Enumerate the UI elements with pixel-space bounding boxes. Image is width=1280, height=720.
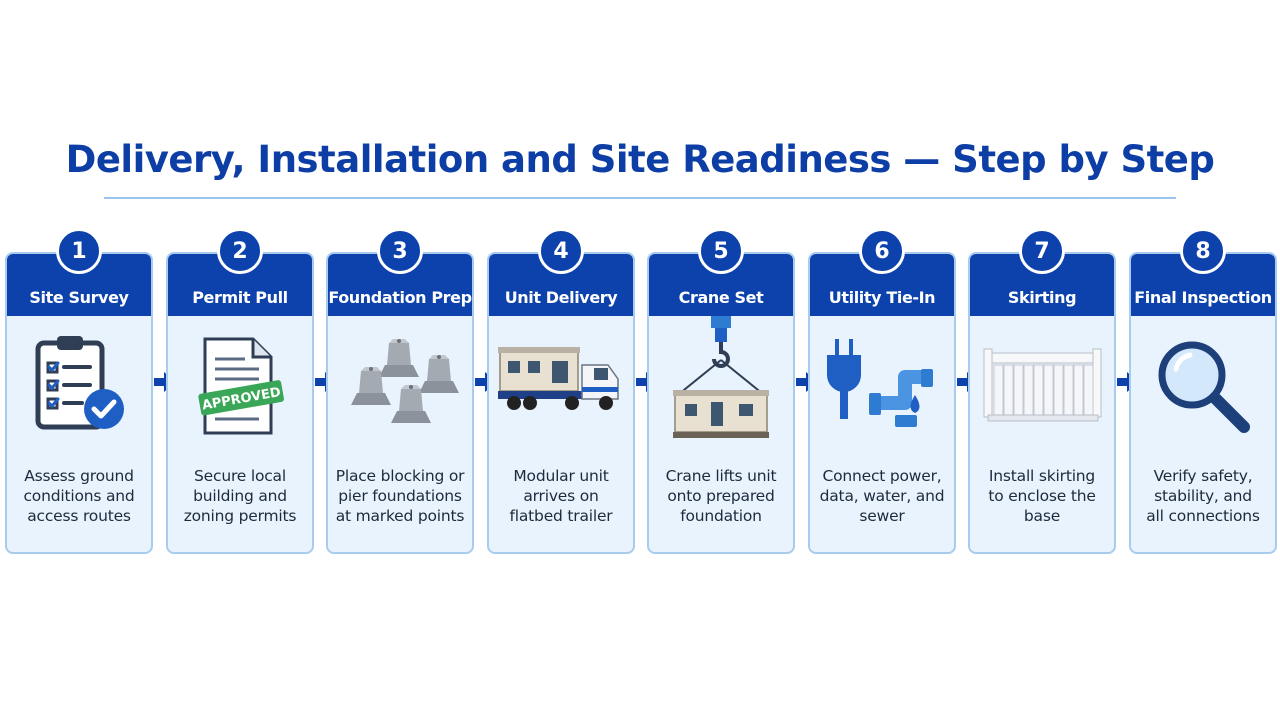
step-label: Permit Pull — [192, 288, 288, 307]
step-description-line: Place blocking or — [335, 467, 465, 485]
clipboard-checklist-icon — [7, 316, 151, 456]
step-number-badge: 7 — [1019, 228, 1065, 274]
step-label: Utility Tie-In — [828, 288, 936, 307]
step-description: Crane lifts unit onto prepared foundation — [649, 456, 793, 526]
step-number-badge: 2 — [217, 228, 263, 274]
crane-hook-module-icon — [649, 316, 793, 456]
step-number-badge: 8 — [1180, 228, 1226, 274]
step-description: Place blocking or pier foundations at mark… — [328, 456, 472, 526]
step-description-line: stability, and — [1154, 487, 1252, 505]
step-header: Unit Delivery — [489, 254, 633, 316]
step-number-badge: 5 — [698, 228, 744, 274]
step-number-badge: 3 — [377, 228, 423, 274]
step-description-line: Crane lifts unit — [665, 467, 777, 485]
step-description-line: data, water, and — [819, 487, 945, 505]
step-description-line: all connections — [1146, 507, 1260, 525]
step-description-line: conditions and — [23, 487, 135, 505]
step-description: Install skirting to enclose the base — [970, 456, 1114, 526]
step-description-line: Verify safety, — [1153, 467, 1253, 485]
step-description: Assess ground conditions and access routes — [7, 456, 151, 526]
step-label: Final Inspection — [1134, 288, 1272, 307]
step-description: Secure local building and zoning permits — [168, 456, 312, 526]
page-title: Delivery, Installation and Site Readines… — [65, 138, 1215, 181]
step-description-line: zoning permits — [183, 507, 297, 525]
step-description-line: pier foundations — [338, 487, 462, 505]
step-card-4: Unit Delivery Modular unit arrives on flat… — [487, 252, 635, 554]
concrete-piers-icon — [328, 316, 472, 456]
step-card-7: Skirting Install skirting to enclose the b… — [968, 252, 1116, 554]
step-description-line: arrives on — [523, 487, 599, 505]
step-description: Modular unit arrives on flatbed trailer — [489, 456, 633, 526]
magnifying-glass-icon — [1131, 316, 1275, 456]
step-card-6: Utility Tie-In Connect power, data, water… — [808, 252, 956, 554]
title-divider — [104, 197, 1176, 199]
step-description-line: base — [1023, 507, 1061, 525]
step-description-line: to enclose the — [988, 487, 1096, 505]
step-description-line: building and — [193, 487, 287, 505]
step-label: Site Survey — [29, 288, 129, 307]
step-description-line: Install skirting — [988, 467, 1096, 485]
step-label: Foundation Prep — [328, 288, 472, 307]
step-description-line: Modular unit — [513, 467, 609, 485]
step-card-8: Final Inspection Verify safety, stability… — [1129, 252, 1277, 554]
step-card-2: Permit Pull APPROVED Secure local buildin… — [166, 252, 314, 554]
step-description-line: Secure local — [194, 467, 286, 485]
step-description-line: foundation — [680, 507, 762, 525]
step-label: Skirting — [1007, 288, 1077, 307]
step-label: Unit Delivery — [504, 288, 618, 307]
flow-arrow-icon — [475, 372, 497, 392]
step-description-line: onto prepared — [667, 487, 775, 505]
step-description-line: at marked points — [335, 507, 465, 525]
step-number-badge: 4 — [538, 228, 584, 274]
step-card-5: Crane Set Crane lifts unit onto prepared f… — [647, 252, 795, 554]
step-description: Connect power, data, water, and sewer — [810, 456, 954, 526]
step-number-badge: 1 — [56, 228, 102, 274]
skirting-panel-icon — [970, 316, 1114, 456]
flow-arrow-icon — [154, 372, 176, 392]
approved-document-icon: APPROVED — [168, 316, 312, 456]
step-description-line: sewer — [859, 507, 905, 525]
step-number-badge: 6 — [859, 228, 905, 274]
step-description-line: Connect power, — [822, 467, 942, 485]
step-description: Verify safety, stability, and all connecti… — [1131, 456, 1275, 526]
flow-arrow-icon — [1117, 372, 1139, 392]
step-description-line: Assess ground — [24, 467, 134, 485]
flatbed-truck-icon — [489, 316, 633, 456]
step-label: Crane Set — [678, 288, 764, 307]
plug-pipe-water-icon — [810, 316, 954, 456]
step-card-3: Foundation Prep — [326, 252, 474, 554]
step-description-line: flatbed trailer — [509, 507, 613, 525]
step-description-line: access routes — [27, 507, 131, 525]
flow-arrow-icon — [796, 372, 818, 392]
step-card-1: Site Survey Assess ground conditions and a… — [5, 252, 153, 554]
